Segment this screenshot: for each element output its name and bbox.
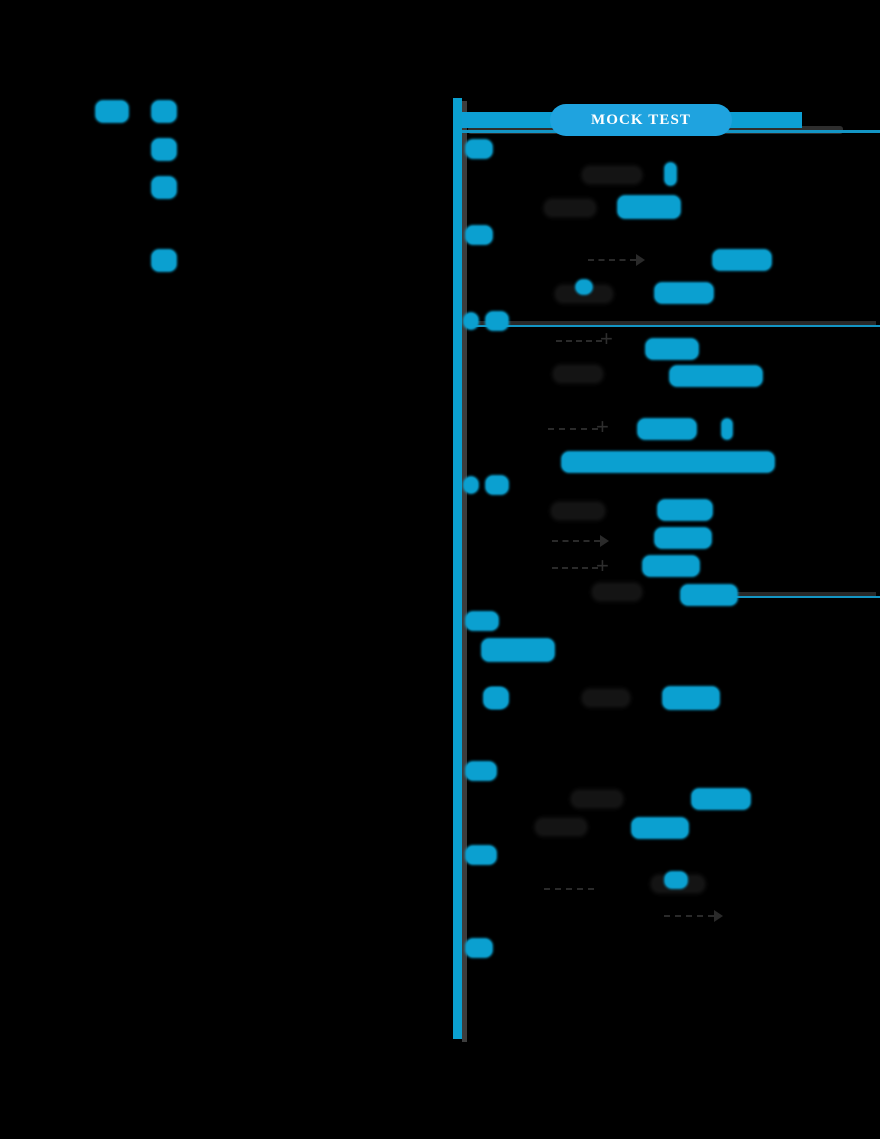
connector-4 (552, 540, 600, 542)
timeline-marker-1 (466, 140, 492, 158)
block-17 (655, 528, 711, 548)
block-6 (556, 286, 612, 302)
block-8 (655, 283, 713, 303)
sidebar-item-3 (152, 139, 176, 160)
timeline-marker-5 (464, 477, 478, 493)
block-21 (482, 639, 554, 661)
connector-2 (548, 428, 598, 430)
timeline-marker-3 (464, 313, 478, 329)
block-4 (618, 196, 680, 218)
block-13 (722, 419, 732, 439)
timeline-bar (453, 98, 462, 1039)
block-10 (554, 366, 602, 382)
connector-4-arrowhead-icon (600, 535, 609, 547)
sidebar-item-5 (152, 250, 176, 271)
timeline-marker-7 (466, 612, 498, 630)
connector-2-plus-icon: + (596, 414, 609, 439)
block-22 (484, 688, 508, 708)
section-rule-3-shadow (722, 592, 876, 597)
block-27 (536, 819, 586, 835)
section-rule-3 (716, 596, 880, 598)
timeline-bar-shadow (462, 101, 467, 1042)
connector-5-plus-icon: + (596, 553, 609, 578)
connector-1 (588, 259, 636, 261)
connector-7-arrowhead-icon (714, 910, 723, 922)
timeline-marker-9 (466, 762, 496, 780)
sidebar-item-2 (152, 101, 176, 122)
block-19 (593, 584, 641, 600)
ribbon-tail-left (462, 112, 570, 128)
block-16 (658, 500, 712, 520)
mock-test-banner: MOCK TEST (462, 104, 802, 136)
connector-1-arrowhead-icon (636, 254, 645, 266)
timeline-marker-4 (486, 312, 508, 330)
block-23 (583, 690, 629, 706)
block-2 (665, 163, 676, 185)
block-28 (632, 818, 688, 838)
timeline-marker-2 (466, 226, 492, 244)
block-9 (646, 339, 698, 359)
timeline-marker-10 (466, 846, 496, 864)
block-25 (572, 791, 622, 807)
connector-7 (664, 915, 714, 917)
connector-6 (544, 888, 594, 890)
block-24 (663, 687, 719, 709)
ribbon-center: MOCK TEST (550, 104, 732, 136)
block-14 (562, 452, 774, 472)
connector-3 (556, 340, 602, 342)
sidebar-item-4 (152, 177, 176, 198)
block-20 (681, 585, 737, 605)
connector-5 (552, 567, 598, 569)
timeline-marker-6 (486, 476, 508, 494)
block-5 (713, 250, 771, 270)
section-rule-2 (468, 325, 880, 327)
timeline-marker-11 (466, 939, 492, 957)
section-rule-2-shadow (474, 321, 876, 326)
sidebar (96, 101, 176, 271)
block-1 (583, 167, 641, 183)
connector-3-plus-icon: + (600, 326, 613, 351)
sidebar-item-1 (96, 101, 128, 122)
block-15 (552, 503, 604, 519)
block-12 (638, 419, 696, 439)
block-26 (692, 789, 750, 809)
block-11 (670, 366, 762, 386)
banner-title: MOCK TEST (590, 111, 692, 128)
block-3 (545, 200, 595, 216)
block-30 (665, 872, 687, 888)
block-7 (576, 280, 592, 294)
block-18 (643, 556, 699, 576)
